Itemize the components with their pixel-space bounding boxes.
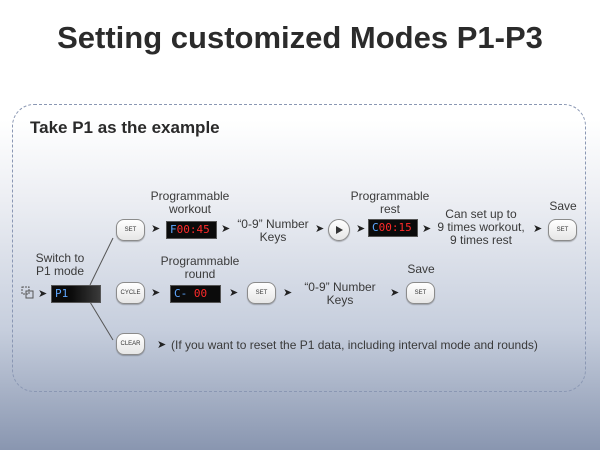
arrow-right-icon: ➤	[315, 223, 325, 235]
workout-label: Programmable workout	[150, 189, 230, 216]
rest-display: C00:15	[368, 219, 418, 237]
play-button[interactable]	[328, 219, 350, 241]
arrow-right-icon: ➤	[157, 339, 167, 351]
arrow-right-icon: ➤	[151, 287, 161, 299]
number-keys-label: “0-9” Number Keys	[237, 217, 309, 244]
save-label: Save	[407, 262, 435, 276]
round-label: Programmable round	[160, 254, 240, 281]
reset-note: (If you want to reset the P1 data, inclu…	[171, 338, 538, 352]
arrow-right-icon: ➤	[533, 223, 543, 235]
arrow-right-icon: ➤	[151, 223, 161, 235]
arrow-right-icon: ➤	[229, 287, 239, 299]
switch-label: Switch to P1 mode	[35, 251, 85, 278]
page-title: Setting customized Modes P1-P3	[57, 20, 543, 55]
save-set-button[interactable]: SET	[406, 282, 435, 304]
arrow-right-icon: ➤	[390, 287, 400, 299]
repeat-note: Can set up to 9 times workout, 9 times r…	[437, 207, 525, 247]
number-keys-label: “0-9” Number Keys	[304, 280, 376, 307]
arrow-right-icon: ➤	[283, 287, 293, 299]
clear-button[interactable]: CLEAR	[116, 333, 145, 355]
arrow-right-icon: ➤	[422, 223, 432, 235]
save-label: Save	[549, 199, 577, 213]
arrow-right-icon: ➤	[221, 223, 231, 235]
workout-display: F00:45	[166, 221, 217, 239]
cycle-button[interactable]: CYCLE	[116, 282, 145, 304]
save-set-button[interactable]: SET	[548, 219, 577, 241]
subtitle: Take P1 as the example	[30, 118, 220, 137]
round-display: C- 00	[170, 285, 221, 303]
arrow-right-icon: ➤	[356, 223, 366, 235]
set-button[interactable]: SET	[247, 282, 276, 304]
p1-display: P1	[51, 285, 101, 303]
set-button[interactable]: SET	[116, 219, 145, 241]
play-icon	[336, 226, 343, 234]
example-frame	[12, 104, 586, 392]
mode-switch-icon[interactable]	[21, 286, 35, 300]
arrow-right-icon: ➤	[38, 288, 48, 300]
rest-label: Programmable rest	[350, 189, 430, 216]
